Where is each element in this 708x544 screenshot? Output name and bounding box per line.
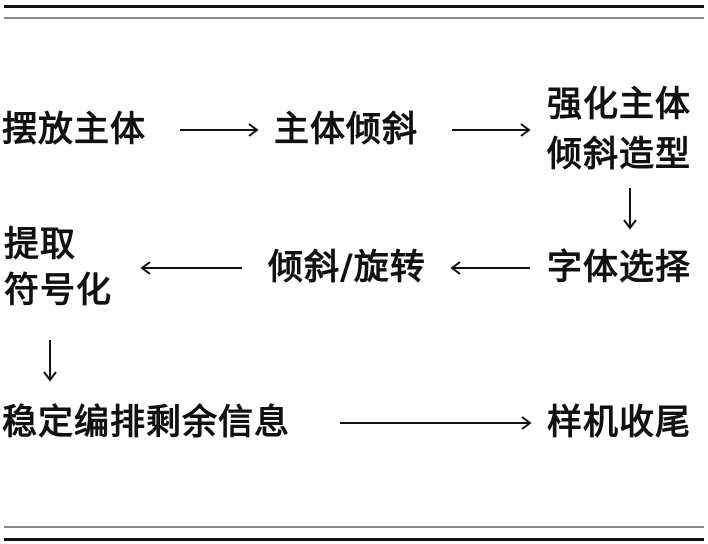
node-tilt-subject: 主体倾斜 [274, 110, 419, 150]
node-extract-line2: 符号化 [4, 271, 113, 311]
node-tilt-rotate: 倾斜/旋转 [268, 248, 426, 288]
bottom-rule-thin [4, 526, 704, 528]
node-font-choice: 字体选择 [547, 248, 692, 288]
node-strengthen-line1: 强化主体 [547, 85, 692, 125]
node-extract-line1: 提取 [4, 225, 77, 265]
node-strengthen-line2: 倾斜造型 [547, 135, 692, 175]
arrow-right-3 [340, 416, 532, 430]
arrow-left-1 [450, 261, 530, 275]
arrow-right-1 [180, 123, 259, 137]
top-rule-thick [4, 5, 704, 8]
node-place-subject: 摆放主体 [2, 110, 147, 150]
bottom-rule-thick [4, 538, 704, 541]
node-mockup-finish: 样机收尾 [547, 403, 692, 443]
arrow-right-2 [452, 123, 531, 137]
arrow-down-1 [623, 188, 637, 230]
top-rule-thin [4, 17, 704, 19]
arrow-down-2 [43, 340, 57, 382]
arrow-left-2 [140, 261, 242, 275]
node-stable-layout: 稳定编排剩余信息 [2, 403, 291, 443]
